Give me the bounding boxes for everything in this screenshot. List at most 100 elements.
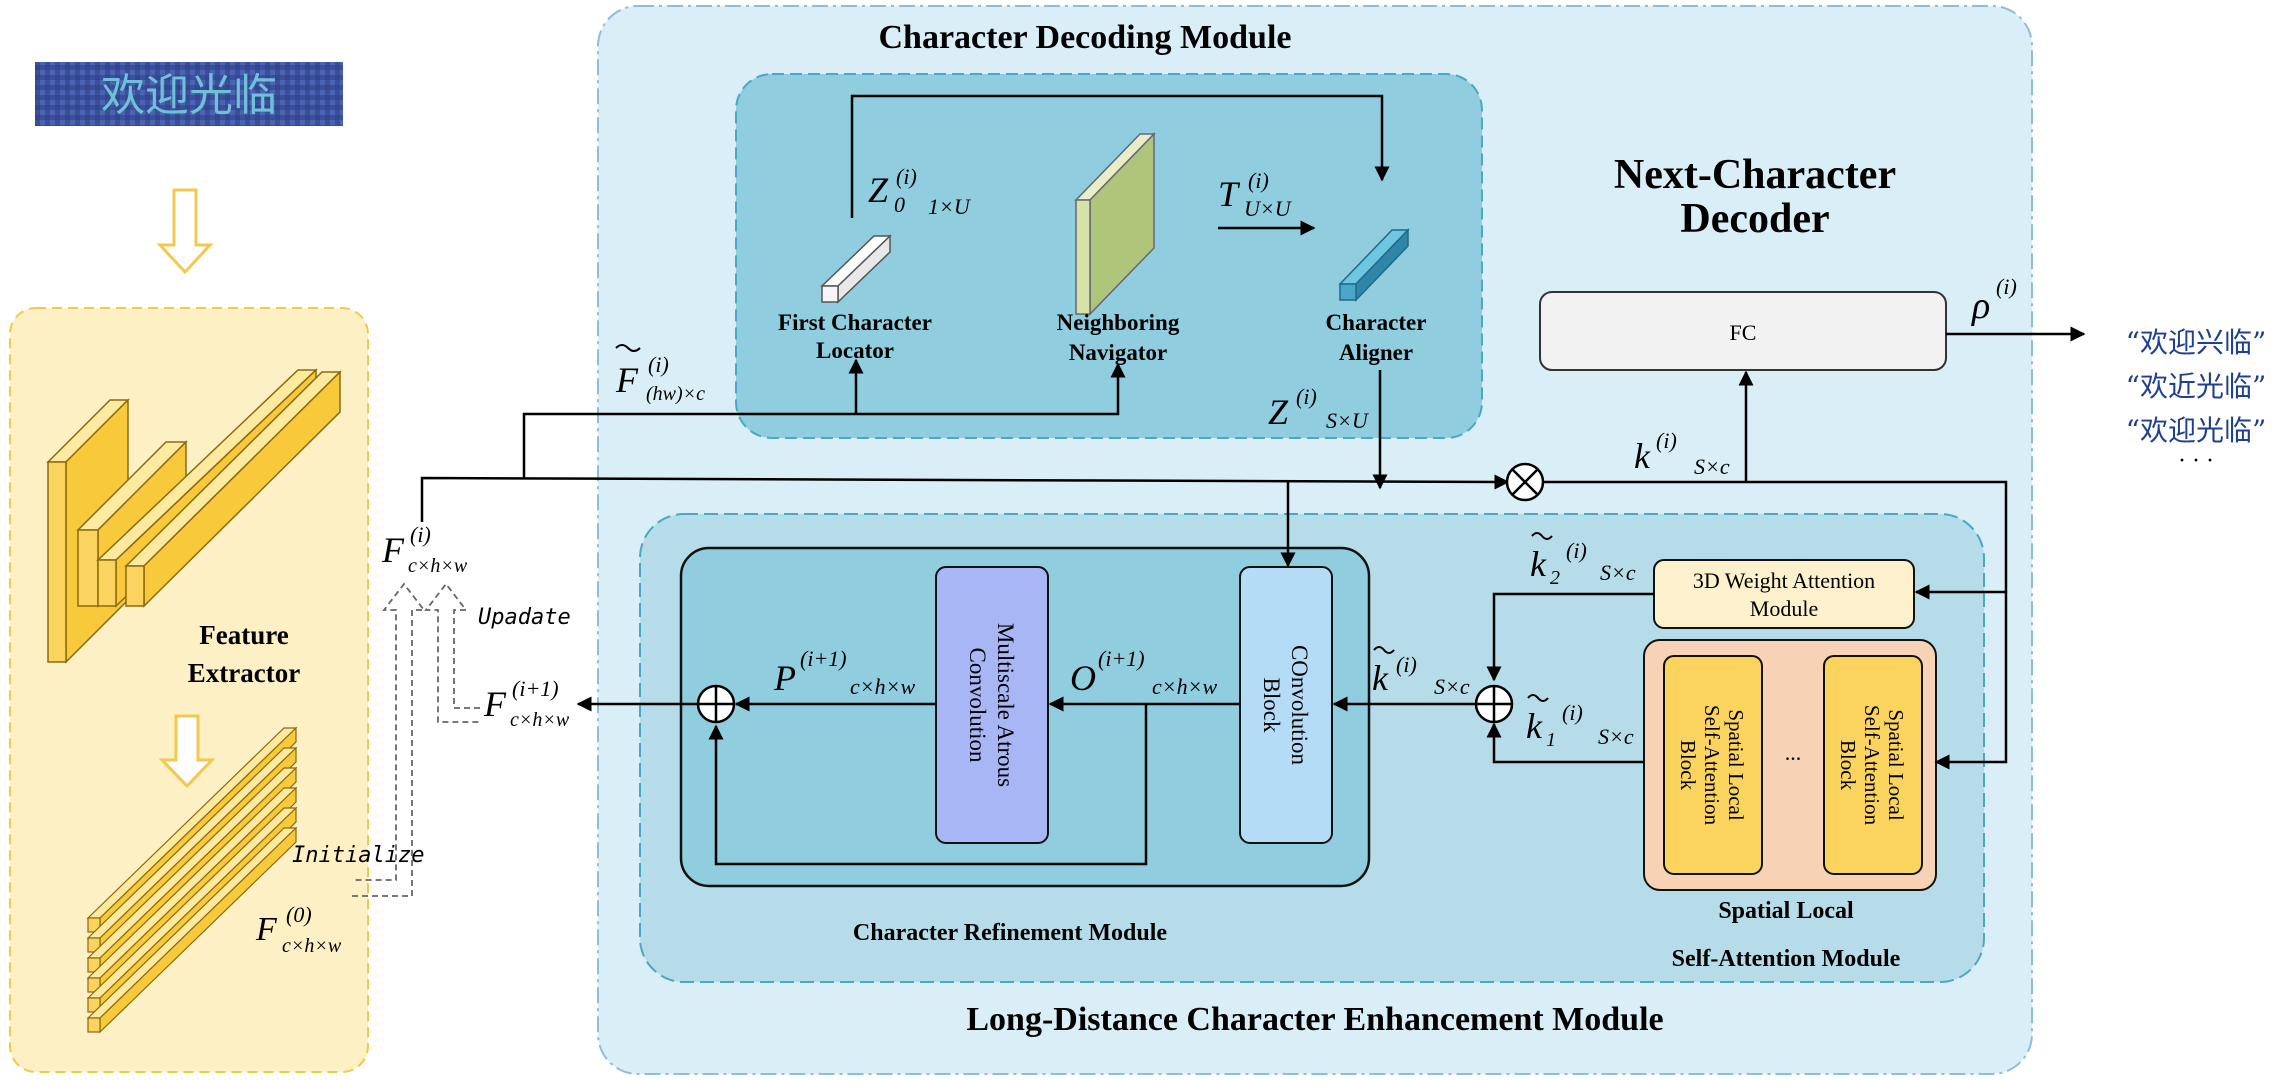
multiply-icon [1505,462,1545,502]
svg-text:c×h×w: c×h×w [850,674,915,699]
connections [352,94,2086,897]
svg-text:(i+1): (i+1) [1098,646,1145,671]
refinement-title: Character Refinement Module [853,920,1167,946]
output-predictions: “欢迎兴临” “欢近光临” “欢迎光临” · · · [2126,326,2267,474]
svg-text:S×c: S×c [1694,454,1730,479]
atrous-label-1: Multiscale Atrous [993,623,1018,787]
label-k-tilde: k (i) S×c [1372,646,1470,699]
initialize-note: Initialize [292,843,424,868]
navigator-label-2: Navigator [1069,340,1167,365]
label-k: k (i) S×c [1634,428,1730,479]
svg-text:Spatial Local: Spatial Local [1884,709,1908,821]
svg-text:(i): (i) [1996,274,2017,299]
svg-text:1×U: 1×U [928,194,972,219]
output-more: · · · [2178,448,2214,474]
add-icon [1474,684,1514,724]
svg-text:c×h×w: c×h×w [408,555,468,577]
svg-text:(i): (i) [1656,428,1677,453]
svg-text:P: P [773,658,796,698]
aligner-label-2: Aligner [1339,340,1413,365]
spatial-module-title-2: Self-Attention Module [1672,946,1901,972]
fc-layer [1539,291,1947,371]
label-fi1: F (i+1) c×h×w [483,676,570,731]
svg-text:(i): (i) [1248,168,1269,193]
output-prediction-3: “欢迎光临” [2126,414,2267,447]
down-arrow-icon [156,188,214,275]
weight-attention-label-2: Module [1750,596,1818,621]
label-z: Z (i) S×U [1268,384,1370,433]
svg-text:Block: Block [1836,740,1860,791]
svg-text:k: k [1526,706,1543,746]
label-z0: Z (i) 0 1×U [868,164,972,219]
feature-extractor-title-1: Feature [199,620,288,650]
navigator-label-1: Neighboring [1057,310,1180,335]
next-character-title-2: Decoder [1680,196,1829,242]
input-image: 欢迎光临 [35,62,343,126]
label-k2: k 2 (i) S×c [1530,532,1636,589]
svg-text:S×c: S×c [1600,560,1636,585]
svg-text:S×U: S×U [1326,408,1370,433]
label-f0: F (0) c×h×w [255,902,342,957]
svg-text:2: 2 [1550,567,1560,589]
svg-text:Self-Attention: Self-Attention [1700,705,1724,826]
label-f-tilde: F (i) (hw)×c [615,344,705,405]
feature-extractor-title-2: Extractor [188,658,300,688]
svg-text:k: k [1530,544,1547,584]
svg-text:0: 0 [894,192,905,217]
convolution-block [1239,566,1333,844]
fc-label: FC [1730,320,1757,345]
label-o: O (i+1) c×h×w [1070,646,1217,699]
svg-text:Z: Z [868,170,889,210]
update-note: Upadate [478,605,571,630]
svg-text:(i): (i) [1396,652,1417,677]
svg-text:S×c: S×c [1598,724,1634,749]
label-t: T (i) U×U [1218,168,1293,221]
svg-text:(i): (i) [1566,538,1587,563]
aligner-label-1: Character [1326,310,1427,335]
svg-text:F: F [483,684,507,724]
svg-text:Self-Attention: Self-Attention [1860,705,1884,826]
character-decoding-title: Character Decoding Module [879,19,1292,56]
svg-text:(i): (i) [410,522,431,547]
svg-text:(i): (i) [896,164,917,189]
svg-text:c×h×w: c×h×w [282,935,342,957]
svg-text:(0): (0) [286,902,312,927]
svg-text:1: 1 [1546,729,1556,751]
svg-text:S×c: S×c [1434,674,1470,699]
atrous-convolution-block [935,566,1049,844]
navigator-block-icon [1074,132,1156,316]
conv-label-2: Block [1259,678,1284,733]
svg-text:(i): (i) [648,352,669,377]
label-k1: k 1 (i) S×c [1526,694,1634,751]
spatial-block-ellipsis: ... [1785,740,1802,765]
feature-map-stack-icon [86,726,298,1034]
svg-text:Z: Z [1268,392,1289,432]
svg-text:O: O [1070,658,1096,698]
svg-text:(i+1): (i+1) [800,646,847,671]
svg-text:F: F [615,360,639,400]
label-fi: F (i) c×h×w [381,522,468,577]
enhancement-title: Long-Distance Character Enhancement Modu… [966,1001,1663,1038]
svg-text:(hw)×c: (hw)×c [646,383,705,405]
first-locator-token-icon [820,234,892,304]
svg-text:c×h×w: c×h×w [510,709,570,731]
aligner-token-icon [1338,228,1410,302]
svg-text:(i): (i) [1296,384,1317,409]
svg-text:k: k [1372,658,1389,698]
svg-text:c×h×w: c×h×w [1152,674,1217,699]
svg-text:T: T [1218,174,1241,214]
svg-text:Spatial Local: Spatial Local [1724,709,1748,821]
svg-text:U×U: U×U [1244,196,1293,221]
svg-text:ρ: ρ [1971,285,1990,327]
svg-text:F: F [255,911,278,948]
conv-label-1: COnvolution [1287,645,1312,766]
atrous-label-2: Convolution [965,647,990,763]
spatial-attention-block-2 [1823,655,1923,875]
first-locator-label-2: Locator [816,338,894,363]
output-prediction-2: “欢近光临” [2126,370,2267,403]
add-icon [696,684,736,724]
output-prediction-1: “欢迎兴临” [2126,326,2267,359]
svg-text:Block: Block [1676,740,1700,791]
svg-text:F: F [381,530,405,570]
